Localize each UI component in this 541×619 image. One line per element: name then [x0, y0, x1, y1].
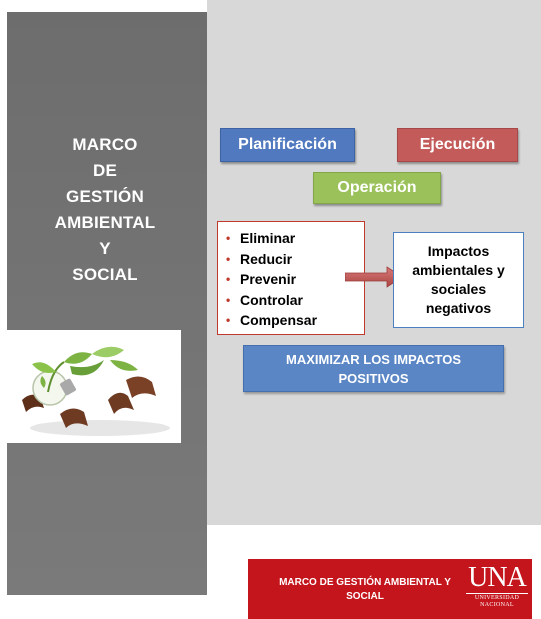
list-item: • Eliminar — [226, 228, 360, 249]
lightbulb-plant-image — [0, 330, 181, 443]
bullet-icon: • — [226, 251, 231, 266]
list-item: • Reducir — [226, 249, 360, 270]
mitigation-actions-list: •Eliminar •Reducir •Prevenir •Controlar … — [217, 221, 365, 335]
una-logo-subtitle: UNIVERSIDAD NACIONAL — [466, 593, 528, 609]
action-label: Reducir — [240, 250, 293, 267]
sidebar-title-line: MARCO — [72, 135, 138, 154]
footer-title: MARCO DE GESTIÓN AMBIENTAL Y SOCIAL — [279, 577, 451, 602]
bullet-icon: • — [226, 272, 231, 287]
footer-banner: MARCO DE GESTIÓN AMBIENTAL Y SOCIAL UNA … — [248, 559, 532, 619]
negative-impacts-box: Impactos ambientales y sociales negativo… — [393, 232, 524, 328]
list-item: • Prevenir — [226, 269, 360, 290]
sidebar-title-line: Y — [99, 239, 111, 258]
una-logo-letters: UNA — [468, 562, 527, 593]
sidebar-title: MARCO DE GESTIÓN AMBIENTAL Y SOCIAL — [20, 132, 190, 288]
sidebar-title-line: AMBIENTAL — [54, 213, 156, 232]
action-label: Prevenir — [240, 271, 297, 288]
sidebar-title-line: SOCIAL — [72, 265, 138, 284]
list-item: • Controlar — [226, 290, 360, 311]
bullet-icon: • — [226, 292, 231, 307]
action-label: Compensar — [240, 312, 318, 329]
sidebar-panel — [7, 12, 207, 595]
list-item: • Compensar — [226, 310, 360, 331]
ejecucion-label: Ejecución — [397, 128, 518, 162]
sidebar-title-line: DE — [92, 161, 118, 180]
maximize-positive-impacts-box: MAXIMIZAR LOS IMPACTOS POSITIVOS — [243, 345, 504, 392]
sidebar-title-line: GESTIÓN — [66, 187, 144, 206]
una-logo: UNA UNIVERSIDAD NACIONAL — [466, 563, 528, 617]
bullet-icon: • — [226, 231, 231, 246]
lightbulb-plant-icon — [22, 346, 170, 436]
action-label: Eliminar — [240, 230, 296, 247]
bullet-icon: • — [226, 313, 231, 328]
operacion-label: Operación — [313, 172, 441, 204]
action-label: Controlar — [240, 291, 303, 308]
planificacion-label: Planificación — [220, 128, 355, 162]
